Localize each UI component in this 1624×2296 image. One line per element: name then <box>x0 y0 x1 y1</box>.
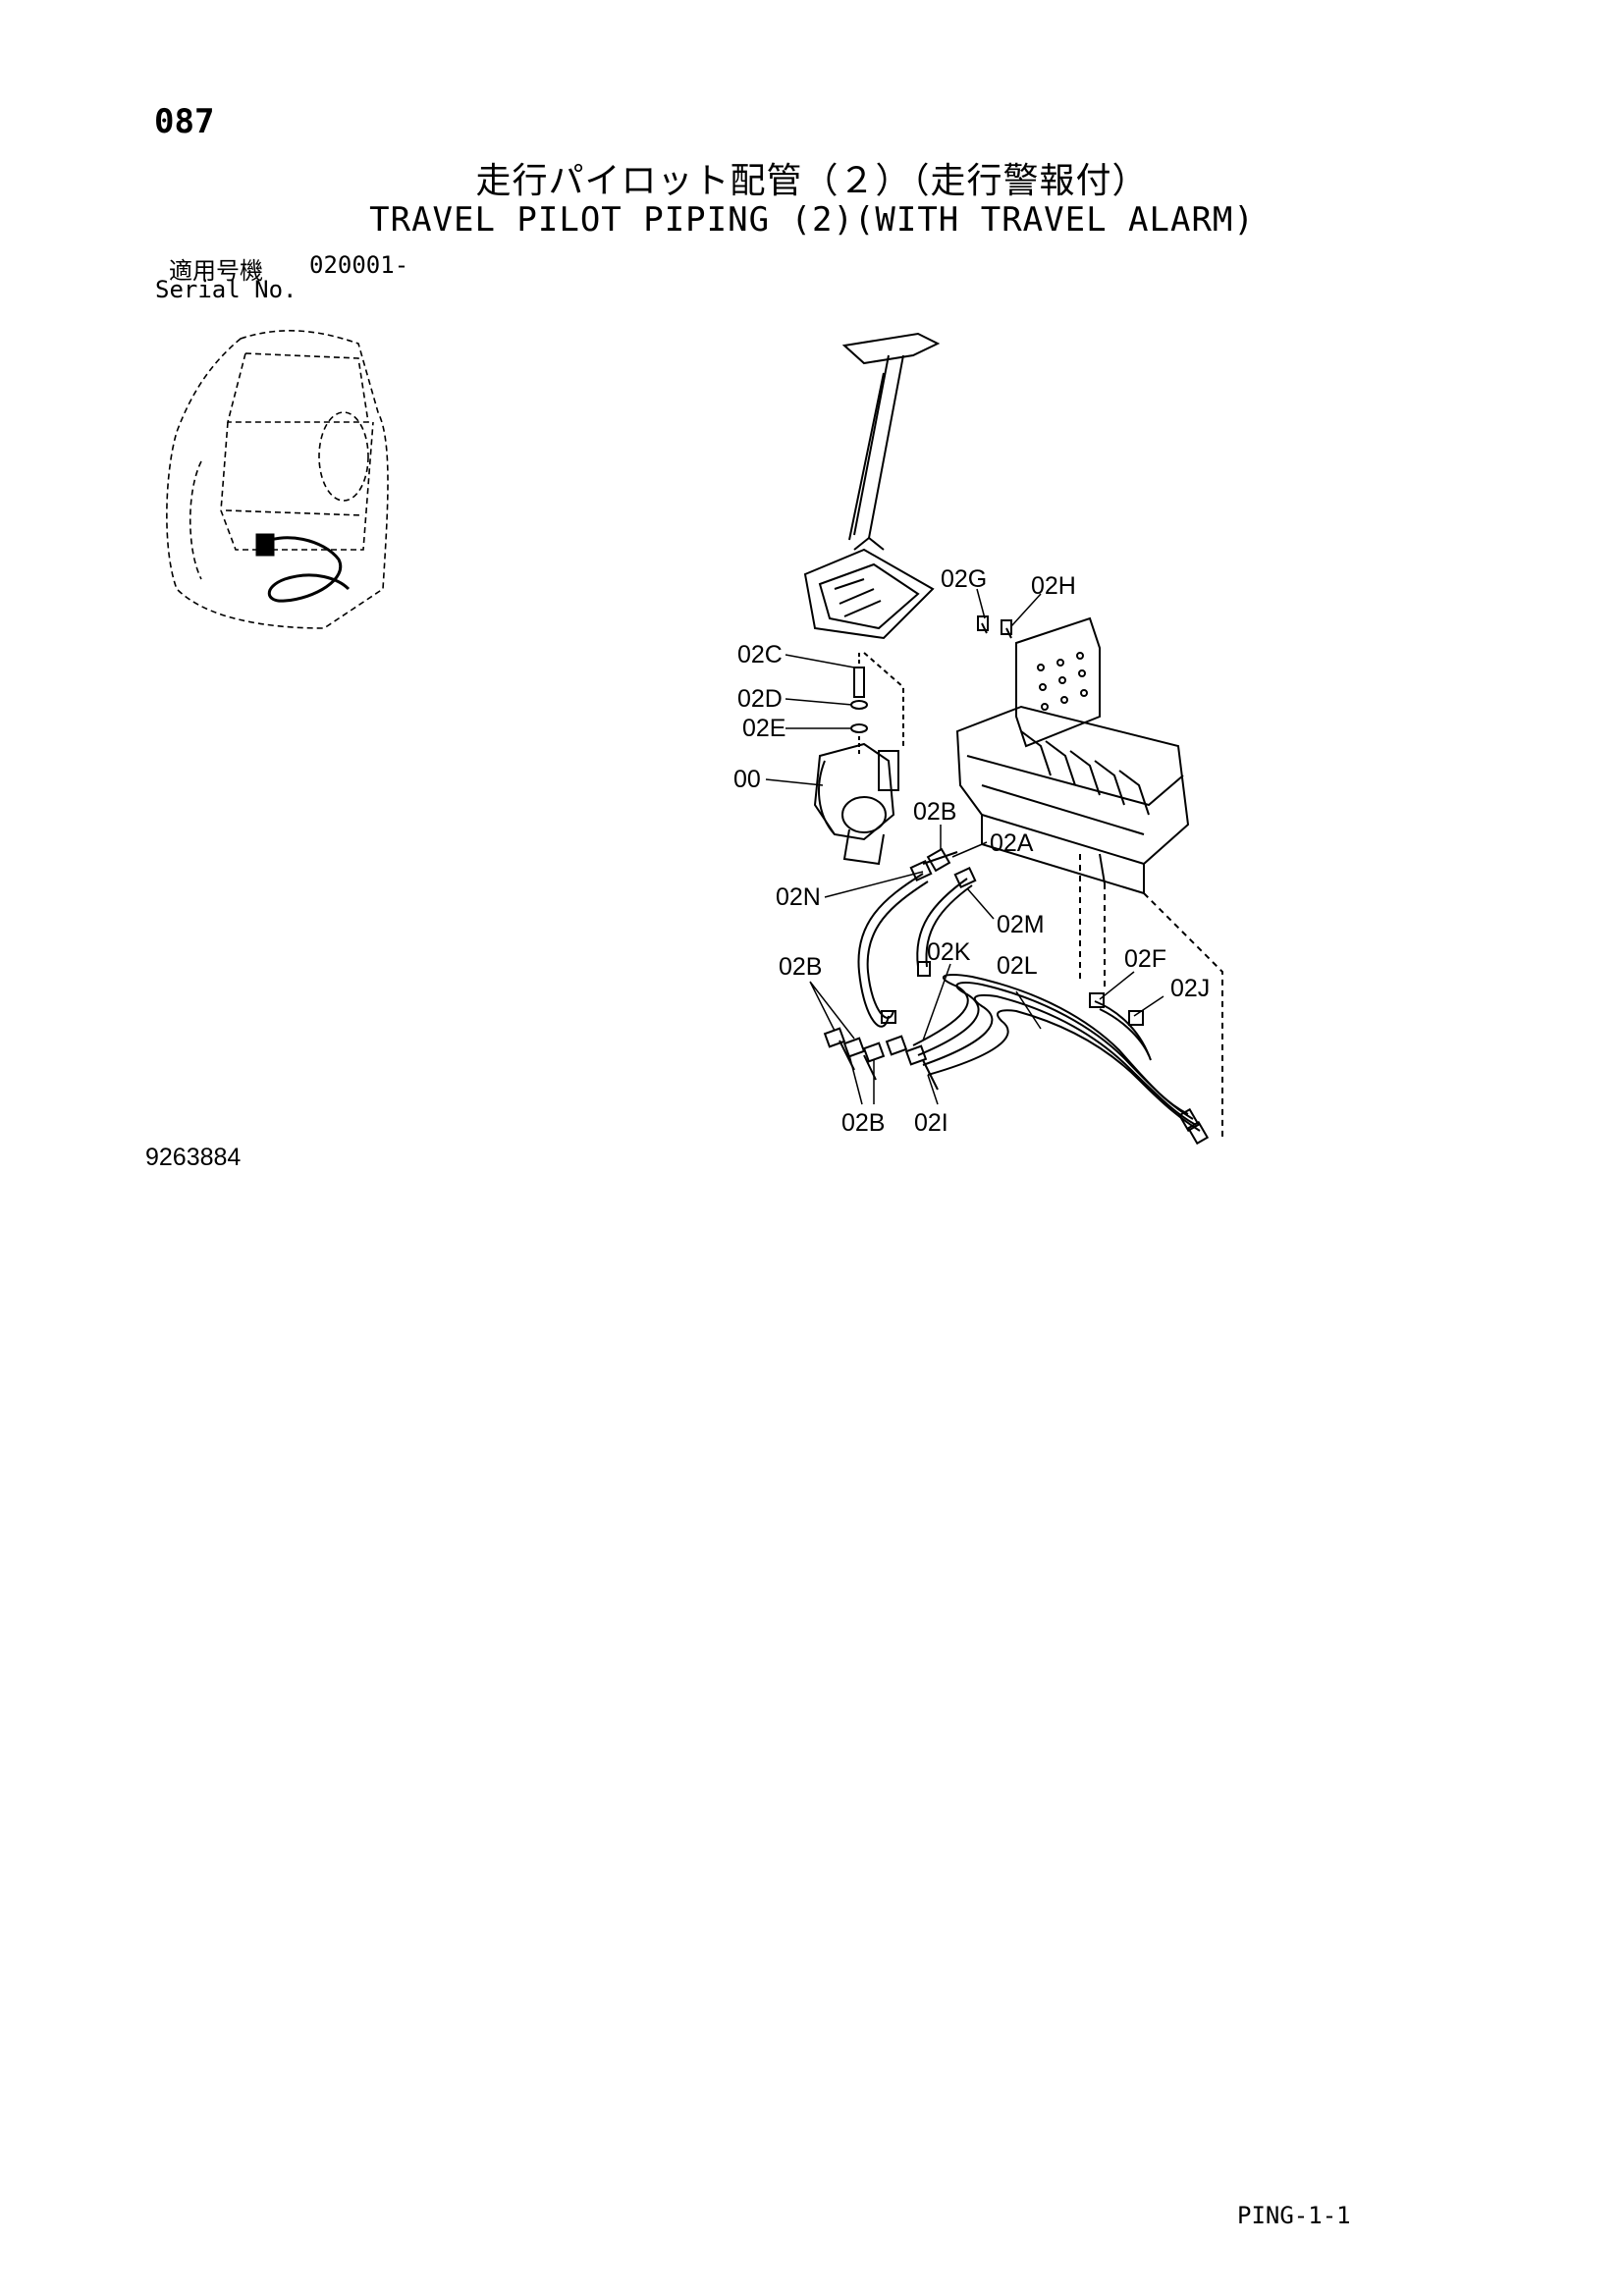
locator-thumbnail <box>166 330 389 629</box>
callout-02m: 02M <box>997 911 1045 938</box>
bolt-washer-stack <box>850 652 904 756</box>
callout-02b-bottom: 02B <box>841 1109 885 1137</box>
callout-leader-lines <box>765 588 1164 1105</box>
callout-02f: 02F <box>1124 945 1166 973</box>
callout-02e: 02E <box>742 715 785 742</box>
page-title-japanese: 走行パイロット配管（２）（走行警報付） <box>475 161 1149 201</box>
callout-02h: 02H <box>1031 572 1076 600</box>
callout-02l: 02L <box>997 952 1038 980</box>
hose-02n-02m <box>857 859 977 1028</box>
callout-02a: 02A <box>990 829 1034 857</box>
callout-00: 00 <box>733 766 761 793</box>
drawing-number: 9263884 <box>145 1144 242 1171</box>
serial-label-japanese: 適用号機 <box>169 257 263 285</box>
page-number: 087 <box>154 102 215 141</box>
fitting-cluster-02b <box>823 1027 939 1091</box>
callout-02c: 02C <box>737 641 783 668</box>
callout-02n: 02N <box>776 883 821 911</box>
mounting-bracket-plate <box>977 615 1101 748</box>
callout-02j: 02J <box>1170 975 1210 1002</box>
solenoid-valve-block <box>955 705 1223 1139</box>
locator-highlighted-piping <box>255 533 351 603</box>
callout-02i: 02I <box>914 1109 948 1137</box>
callout-02b-left: 02B <box>779 953 822 981</box>
serial-label-english: Serial No. <box>155 276 298 303</box>
callout-02b-top: 02B <box>913 798 956 826</box>
serial-number-range: 020001- <box>309 251 409 279</box>
callout-02k: 02K <box>927 938 971 966</box>
page-code: PING-1-1 <box>1237 2202 1351 2229</box>
pilot-valve <box>813 742 899 866</box>
callout-02g: 02G <box>941 565 987 593</box>
callout-02d: 02D <box>737 685 783 713</box>
page-title-english: TRAVEL PILOT PIPING (2)(WITH TRAVEL ALAR… <box>369 200 1255 240</box>
fittings-02a-02b <box>922 847 958 873</box>
travel-pedal-lever <box>803 332 941 640</box>
hose-loop-02l <box>912 974 1210 1146</box>
